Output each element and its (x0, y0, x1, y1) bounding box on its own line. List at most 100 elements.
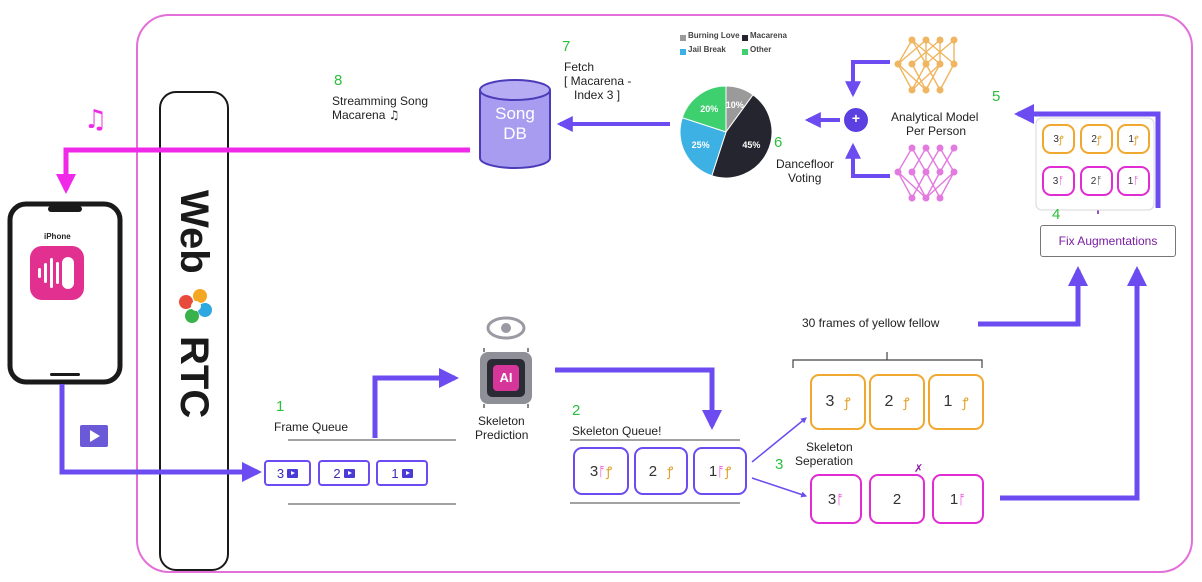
pie-slice-macarena (711, 94, 773, 179)
skeleton-prediction-line2: Prediction (475, 428, 529, 442)
step-8-number: 8 (334, 72, 343, 89)
skeleton-queue-label: Skeleton Queue! (572, 424, 662, 438)
legend-swatch-other (742, 49, 748, 55)
missing-frame-icon: ✗ (914, 462, 924, 475)
phone-home-bar (50, 373, 80, 376)
webrtc-pillar (159, 91, 229, 571)
frame-queue-item-3: 3 (264, 460, 311, 486)
song-db-line2: DB (503, 124, 527, 143)
stick-figure-yellow-icon: ꝭ (844, 395, 851, 410)
step-5-number: 5 (992, 88, 1001, 105)
stream-arrow (56, 147, 470, 194)
system-boundary (136, 14, 1193, 573)
song-db-label: Song DB (480, 104, 550, 144)
pie-label-macarena: 45% (742, 140, 760, 150)
pie-label-burning-love: 10% (726, 100, 744, 110)
note-icon: ♫ (388, 108, 400, 122)
neural-net-orange-icon (894, 36, 958, 94)
step-2-number: 2 (572, 402, 581, 419)
step-6-number: 6 (774, 134, 783, 151)
voting-line2: Voting (788, 171, 822, 185)
legend-macarena: Macarena (750, 31, 787, 40)
voting-line1: Dancefloor (776, 157, 835, 171)
step-4-number: 4 (1052, 206, 1061, 223)
step-1-number: 1 (276, 398, 285, 415)
frame-queue-item-1: 1 (376, 460, 428, 486)
ai-chip-label: AI (499, 370, 513, 385)
video-frame-icon (287, 468, 299, 478)
stick-figure-pink-icon: ᚩ (717, 463, 725, 479)
legend-other: Other (750, 45, 772, 54)
legend-burning: Burning Love (688, 31, 740, 40)
stream-line1: Streamming Song (332, 94, 429, 108)
stick-figure-icon: ꝭ (1058, 135, 1064, 146)
stick-figure-dark-icon: ᚩ (1096, 175, 1103, 187)
legend-swatch-macarena (742, 35, 748, 41)
separation-arrow-up (751, 417, 807, 463)
combine-node (844, 108, 868, 132)
stick-figure-yellow-icon: ꝭ (903, 395, 910, 410)
phone-title: iPhone (44, 232, 71, 241)
video-frame-icon (401, 468, 413, 478)
model-line2: Per Person (906, 124, 967, 138)
stick-figure-yellow-icon: ꝭ (667, 464, 674, 479)
stick-figure-pink-icon: ᚩ (836, 491, 845, 507)
separation-line1: Skeleton (806, 440, 853, 454)
thirty-frames-arrow (978, 266, 1088, 327)
neural-net-pink-icon (894, 144, 958, 202)
webrtc-label-bottom: RTC (172, 335, 216, 419)
pie-slice-jail-break (679, 117, 727, 177)
phone-notch (48, 206, 82, 212)
video-arrow (59, 384, 262, 482)
stick-figure-pink-icon: ᚩ (598, 463, 606, 479)
stick-figure-icon: ꝭ (1133, 135, 1139, 146)
eye-icon (486, 316, 526, 340)
voting-pie-chart: 20% 10% 45% 25% (679, 85, 773, 179)
stick-figure-icon: ꝭ (1096, 135, 1102, 146)
stick-figure-yellow-icon: ꝭ (962, 395, 969, 410)
pie-label-jail-break: 25% (692, 140, 710, 150)
frame-queue-label: Frame Queue (274, 420, 349, 434)
frame-to-ai-arrow (372, 368, 459, 438)
song-db-line1: Song (495, 104, 535, 123)
stick-figure-icon: ᚩ (1058, 175, 1065, 187)
app-wave-icon (38, 257, 74, 289)
frames-brace (792, 352, 983, 368)
song-db-cylinder (479, 79, 551, 169)
frame-queue-item-2: 2 (318, 460, 370, 486)
legend-jail: Jail Break (688, 45, 726, 54)
fetch-line2: [ Macarena - (564, 74, 632, 88)
pie-label-other: 20% (700, 104, 718, 114)
stick-figure-icon: ᚩ (1133, 175, 1140, 187)
fetch-line1: Fetch (564, 60, 595, 74)
music-note-icon: ♫ (84, 105, 107, 135)
ai-chip-icon (480, 348, 532, 408)
webrtc-label-top: Web (172, 190, 216, 274)
video-frame-icon (343, 468, 355, 478)
stick-figure-pink-icon: ᚩ (958, 491, 967, 507)
video-play-icon (90, 430, 100, 442)
plus-icon: + (851, 110, 861, 126)
skeleton-prediction-line1: Skeleton (478, 414, 525, 428)
pink-net-arrow (845, 142, 890, 178)
pink-card-2: 2 (869, 474, 925, 524)
step-3-number: 3 (775, 456, 784, 473)
stick-figure-yellow-icon: ꝭ (605, 464, 613, 479)
stream-line2: Macarena ♫ (332, 108, 400, 122)
step-7-number: 7 (562, 38, 571, 55)
stick-figure-yellow-icon: ꝭ (724, 464, 732, 479)
